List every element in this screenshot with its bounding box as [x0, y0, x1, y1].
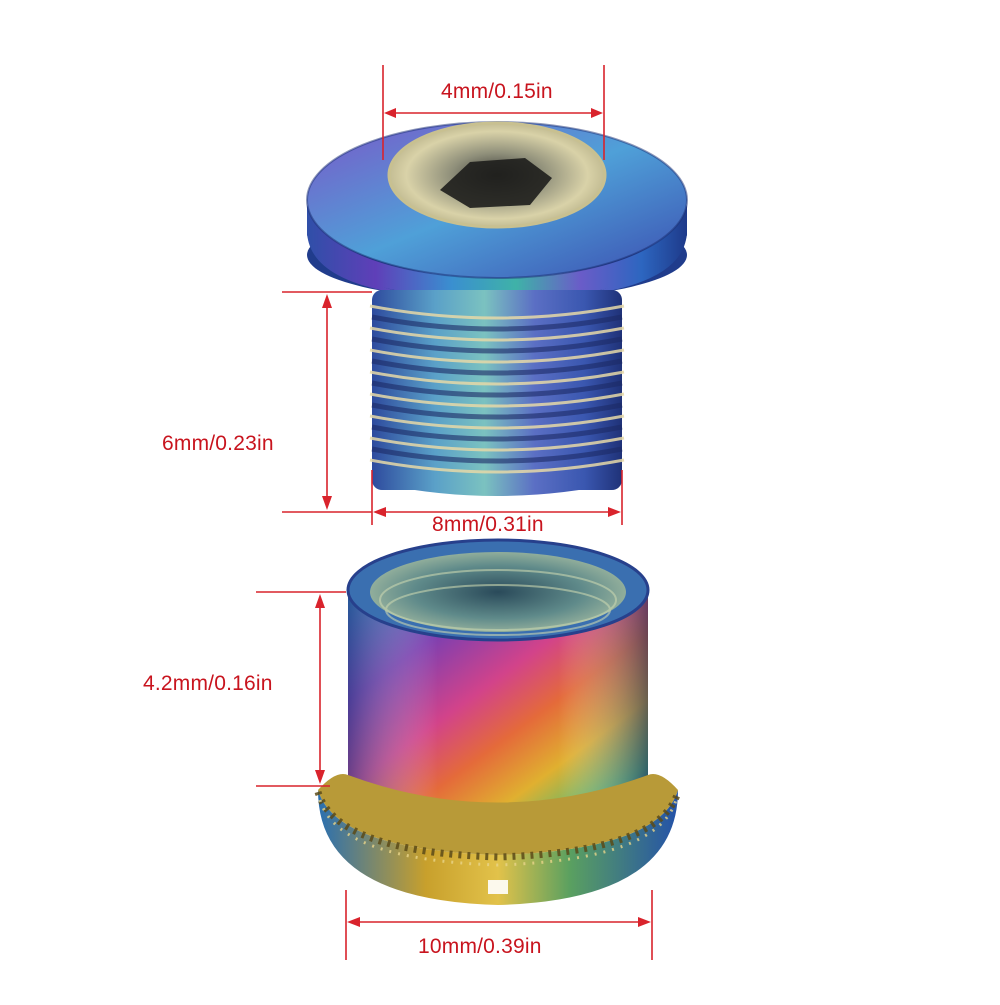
dimension-thread-length-label: 6mm/0.23in	[162, 432, 274, 455]
dimension-head-width-label: 4mm/0.15in	[441, 80, 553, 103]
sleeve-nut	[346, 538, 650, 810]
dimension-flange-diameter-label: 10mm/0.39in	[418, 935, 542, 958]
serrated-flange	[314, 774, 682, 905]
dimension-lines	[256, 65, 653, 960]
dimension-thread-diameter-label: 8mm/0.31in	[432, 513, 544, 536]
bolt-thread	[369, 290, 625, 496]
bolt-head	[306, 121, 688, 300]
dimension-nut-height-label: 4.2mm/0.16in	[143, 672, 273, 695]
